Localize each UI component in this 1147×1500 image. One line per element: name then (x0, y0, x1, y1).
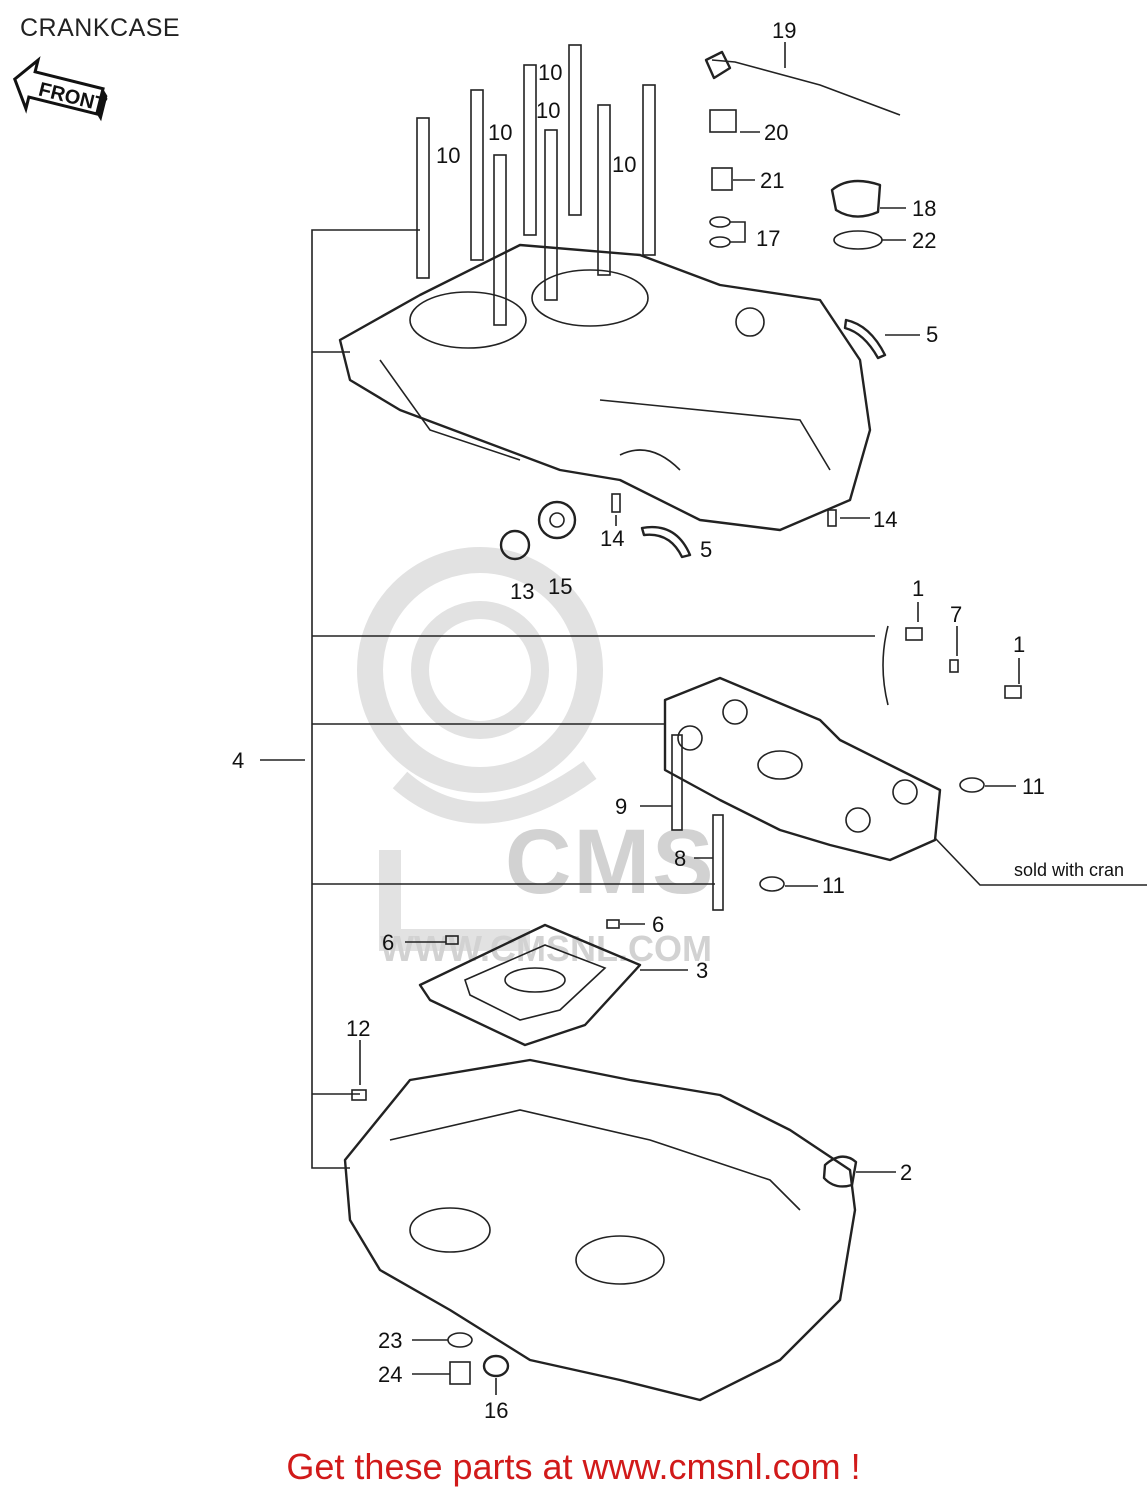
callout-3: 3 (696, 958, 708, 983)
callout-14-right: 14 (873, 507, 897, 532)
callout-11-upper: 11 (1022, 774, 1045, 799)
page-title: CRANKCASE (20, 14, 181, 42)
callout-11-lower: 11 (822, 873, 845, 898)
callout-14-left: 14 (600, 526, 624, 551)
callout-17: 17 (756, 226, 780, 251)
callout-6-right: 6 (652, 912, 664, 937)
callout-15: 15 (548, 574, 572, 599)
bracket-bolts-and-washers (351, 627, 1022, 1101)
callout-10-d: 10 (536, 98, 560, 123)
callout-18: 18 (912, 196, 936, 221)
callout-5-lower: 5 (700, 537, 712, 562)
oil-pressure-switch-parts (704, 50, 901, 360)
callout-23: 23 (378, 1328, 402, 1353)
bearing-cap-bracket (663, 676, 942, 862)
callout-16: 16 (484, 1398, 508, 1423)
callout-20: 20 (764, 120, 788, 145)
callout-7: 7 (950, 602, 962, 627)
callout-1-right: 1 (1013, 632, 1025, 657)
callout-19: 19 (772, 18, 796, 43)
callout-21: 21 (760, 168, 784, 193)
callout-22: 22 (912, 228, 936, 253)
assembly-bracket-lines (260, 229, 889, 1169)
callout-13: 13 (510, 579, 534, 604)
upper-crankcase-half (338, 243, 872, 532)
oil-screen-plate (418, 923, 642, 1047)
sold-with-crankcase-note: sold with cran (1014, 860, 1124, 880)
callout-5-upper: 5 (926, 322, 938, 347)
callout-9: 9 (615, 794, 627, 819)
callout-10-e: 10 (612, 152, 636, 177)
front-arrow-icon: FRONT (12, 56, 109, 122)
callout-10-a: 10 (436, 143, 460, 168)
lower-crankcase-half (343, 1058, 858, 1402)
cms-logo-watermark (357, 547, 603, 951)
watermark-url: WWW.CMSNL.COM (380, 928, 712, 969)
watermark-brand: CMS (505, 811, 716, 913)
callout-24: 24 (378, 1362, 402, 1387)
callout-leader-lines (359, 42, 1147, 1395)
callout-8: 8 (674, 846, 686, 871)
stud-bolts (416, 44, 656, 326)
callout-10-c: 10 (538, 60, 562, 85)
callout-10-b: 10 (488, 120, 512, 145)
callout-12: 12 (346, 1016, 370, 1041)
callout-1-top: 1 (912, 576, 924, 601)
seal-and-oring-parts (499, 493, 837, 561)
callout-labels: 19 20 21 18 22 17 5 5 14 14 13 15 10 10 … (232, 18, 1124, 1423)
callout-6-left: 6 (382, 930, 394, 955)
footer-link-text[interactable]: Get these parts at www.cmsnl.com ! (286, 1446, 861, 1487)
callout-2: 2 (900, 1160, 912, 1185)
callout-4: 4 (232, 748, 244, 773)
